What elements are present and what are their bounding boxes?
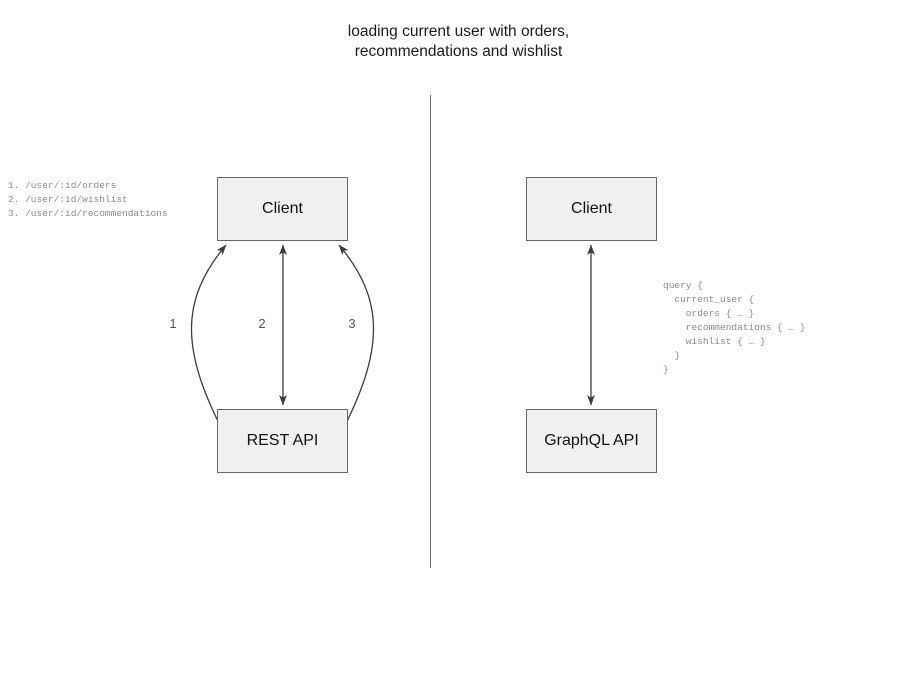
node-client-graphql[interactable]: Client	[526, 177, 657, 241]
edge-label-1: 1	[169, 316, 177, 331]
node-graphql-api[interactable]: GraphQL API	[526, 409, 657, 473]
node-rest-api[interactable]: REST API	[217, 409, 348, 473]
node-graphql-api-label: GraphQL API	[544, 432, 639, 449]
edge-label-3: 3	[348, 316, 356, 331]
node-client-rest[interactable]: Client	[217, 177, 348, 241]
node-client-graphql-label: Client	[571, 200, 612, 217]
node-client-rest-label: Client	[262, 200, 303, 217]
graphql-query-snippet: query { current_user { orders { … } reco…	[663, 280, 806, 375]
node-rest-api-label: REST API	[246, 432, 319, 449]
edge-label-2: 2	[258, 316, 266, 331]
panel-divider	[430, 95, 432, 568]
page-title: loading current user with orders, recomm…	[347, 23, 570, 60]
rest-routes-list: 1. /user/:id/orders 2. /user/:id/wishlis…	[8, 180, 168, 219]
